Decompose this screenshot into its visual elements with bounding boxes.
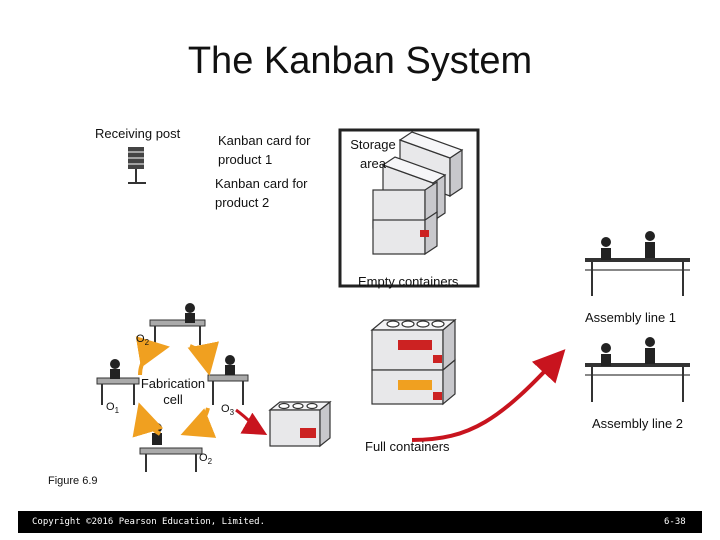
copyright-text: Copyright ©2016 Pearson Education, Limit… xyxy=(32,517,265,527)
operator-o1-icon xyxy=(96,359,140,405)
operator-o3-label: O3 xyxy=(221,403,235,418)
figure-caption: Figure 6.9 xyxy=(48,475,98,487)
fabrication-cycle-arrows xyxy=(132,336,219,438)
operator-o2-top-label: O2 xyxy=(136,333,150,348)
page-title: The Kanban System xyxy=(187,40,533,82)
kanban-card-1-label: Kanban card for product 1 xyxy=(218,133,311,167)
receiving-post-label: Receiving post xyxy=(95,126,181,141)
empty-containers-icon xyxy=(372,131,464,256)
storage-area-label: Storage area xyxy=(350,137,396,171)
full-containers-icon xyxy=(370,318,457,406)
assembly-line-2-icon xyxy=(585,337,690,402)
outgoing-container-icon xyxy=(268,400,332,448)
full-containers-label: Full containers xyxy=(365,439,450,454)
storage-area-frame xyxy=(338,128,480,288)
assembly-line-2-label: Assembly line 2 xyxy=(592,416,684,431)
kanban-card-2-label: Kanban card for product 2 xyxy=(215,176,308,210)
operator-o2-top-icon xyxy=(149,303,206,345)
assembly-line-1-icon xyxy=(585,231,690,296)
flow-arrow-to-assembly xyxy=(411,349,566,442)
operator-o3-icon xyxy=(207,355,249,405)
operator-o2-bottom-label: O2 xyxy=(199,452,213,467)
footer-bar xyxy=(18,511,702,533)
receiving-post-icon xyxy=(128,147,146,184)
assembly-line-1-label: Assembly line 1 xyxy=(585,310,677,325)
empty-containers-label: Empty containers xyxy=(358,274,459,289)
fabrication-cell-label: Fabrication cell xyxy=(140,376,206,407)
operator-o1-label: O1 xyxy=(106,401,120,416)
flow-arrow-to-container xyxy=(235,408,268,435)
page-number: 6-38 xyxy=(664,517,686,527)
